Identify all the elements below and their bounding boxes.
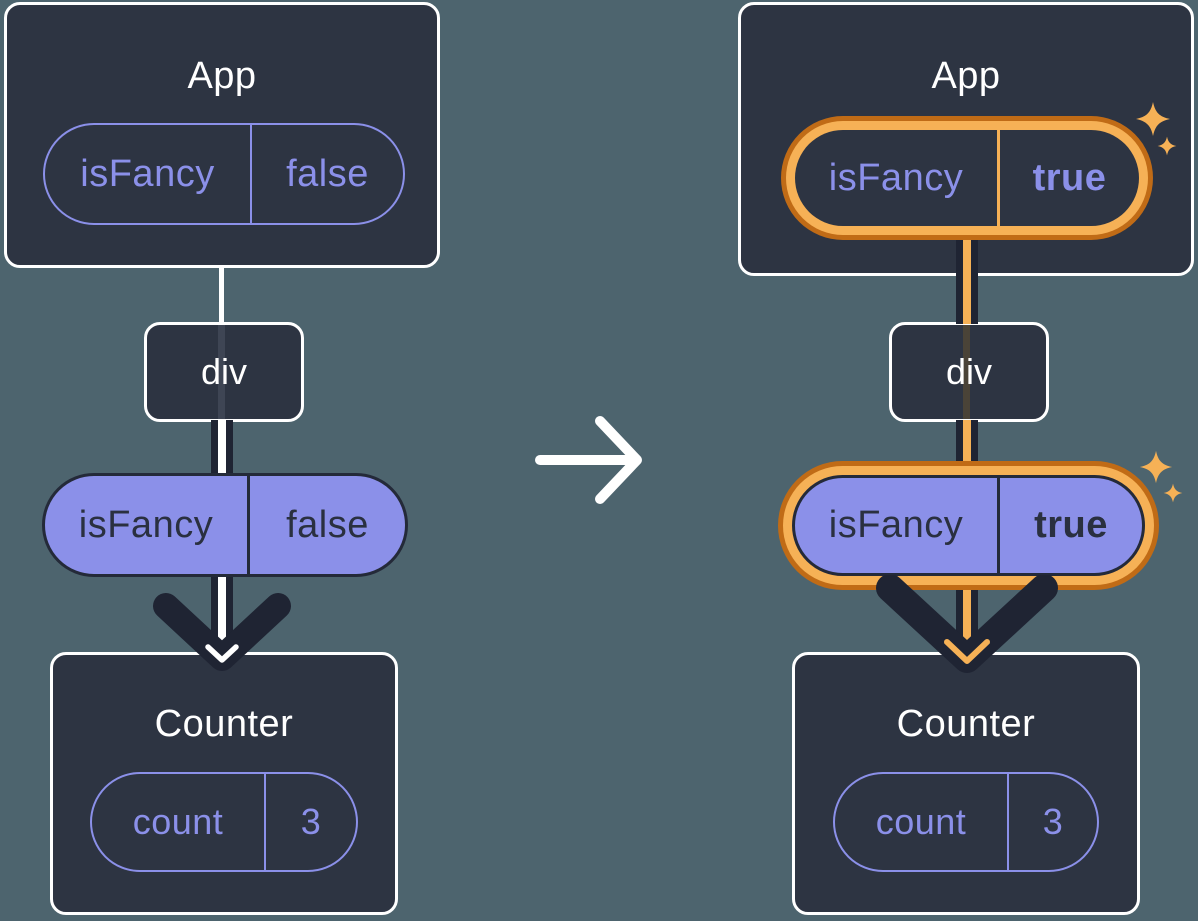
counter-node-after: Counter count 3: [792, 652, 1140, 915]
passed-prop-pill-highlighted: isFancy true: [778, 461, 1159, 590]
arrow-down-head-icon: [153, 593, 291, 671]
app-title: App: [187, 55, 257, 97]
app-title: App: [931, 55, 1001, 97]
state-pill: count 3: [90, 772, 358, 872]
sparkle-icon: [1136, 102, 1177, 156]
prop-pill: isFancy false: [43, 123, 405, 225]
connector-line: [218, 420, 226, 475]
connector-line: [219, 266, 224, 324]
connector-line: [963, 573, 971, 650]
arrow-right-icon: [535, 416, 642, 504]
prop-name: isFancy: [828, 504, 964, 546]
counter-title: Counter: [154, 703, 294, 745]
passed-prop-pill: isFancy false: [42, 473, 408, 577]
state-name: count: [875, 801, 967, 842]
div-label: div: [945, 351, 993, 392]
connector-line: [218, 325, 225, 419]
connector-line: [963, 325, 970, 419]
connector-line: [963, 420, 971, 477]
state-name: count: [132, 801, 224, 842]
prop-value: true: [997, 130, 1139, 226]
state-pill: count 3: [833, 772, 1099, 872]
prop-value: false: [250, 125, 403, 223]
connector-line: [218, 575, 226, 650]
div-label: div: [200, 351, 248, 392]
prop-pill-highlighted: isFancy true: [781, 116, 1153, 240]
state-value: 3: [264, 774, 356, 870]
prop-name: isFancy: [828, 156, 964, 199]
sparkle-icon: [1139, 450, 1183, 503]
prop-name: isFancy: [78, 503, 214, 546]
state-value: 3: [1007, 774, 1097, 870]
div-node-after: div: [889, 322, 1049, 422]
counter-title: Counter: [896, 703, 1036, 745]
connector-line: [963, 234, 971, 324]
prop-name: isFancy: [80, 152, 215, 195]
div-node-before: div: [144, 322, 304, 422]
prop-value: true: [997, 478, 1142, 573]
counter-node-before: Counter count 3: [50, 652, 398, 915]
app-node-before: App isFancy false: [4, 2, 440, 268]
prop-value: false: [247, 476, 405, 574]
arrow-down-head-icon: [876, 575, 1058, 673]
